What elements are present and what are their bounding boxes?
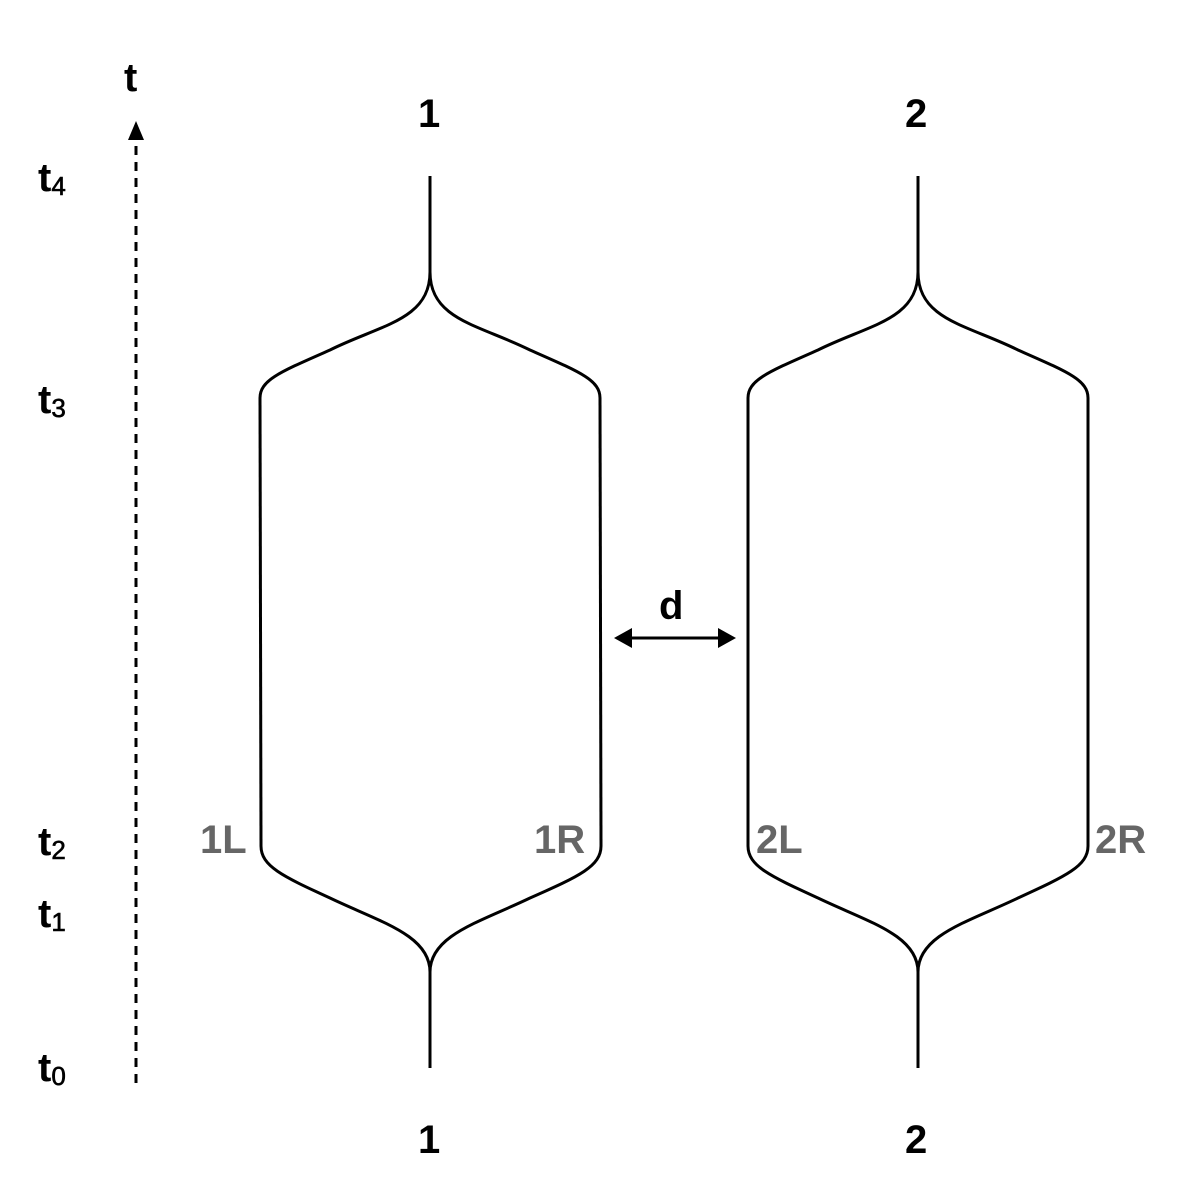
axis-label: t [124, 56, 138, 100]
arrow-left-icon [614, 628, 632, 648]
time-label-t1: t1 [38, 892, 66, 937]
branch-label-2R: 2R [1095, 818, 1147, 862]
separation-arrow [614, 628, 736, 648]
particle-2-top-label: 2 [905, 92, 928, 136]
particle-2-bottom-label: 2 [905, 1118, 928, 1162]
time-label-t2: t2 [38, 820, 66, 865]
branch-label-1R: 1R [534, 818, 586, 862]
time-label-t3: t3 [38, 378, 66, 423]
particle-2-paths [746, 176, 1090, 1068]
time-label-t0: t0 [38, 1046, 66, 1091]
time-axis [128, 121, 144, 1083]
time-label-t4: t4 [38, 156, 66, 201]
particle-1-paths [258, 176, 603, 1068]
axis-arrow-icon [128, 121, 144, 140]
particle-1-top-label: 1 [418, 92, 441, 136]
branch-label-1L: 1L [200, 818, 247, 862]
arrow-right-icon [718, 628, 736, 648]
separation-label: d [659, 584, 684, 628]
branch-label-2L: 2L [756, 818, 803, 862]
particle-1-bottom-label: 1 [418, 1118, 441, 1162]
